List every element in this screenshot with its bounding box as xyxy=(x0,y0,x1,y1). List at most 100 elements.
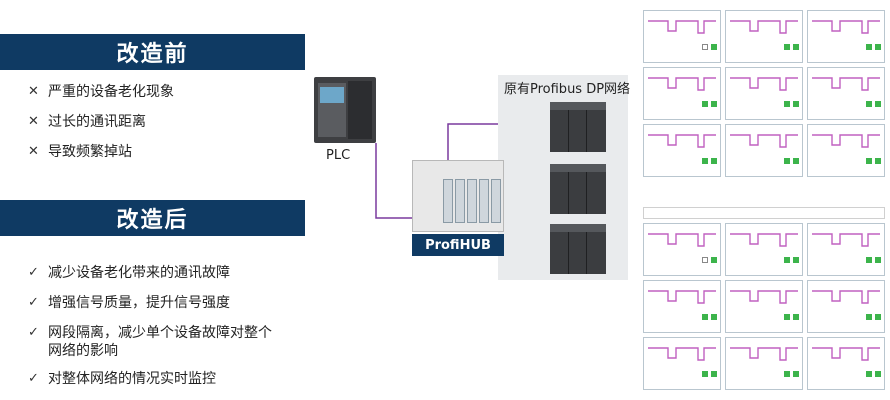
monitor-cell xyxy=(643,10,721,63)
status-indicator xyxy=(793,314,799,320)
waveform-icon xyxy=(812,20,880,34)
status-indicator xyxy=(784,314,790,320)
waveform-icon xyxy=(648,77,716,91)
status-indicator xyxy=(702,371,708,377)
status-indicator xyxy=(866,158,872,164)
monitor-cell xyxy=(643,337,721,390)
hub-port xyxy=(467,179,477,223)
list-item: ✓ 网段隔离，减少单个设备故障对整个网络的影响 xyxy=(28,325,272,359)
check-icon: ✓ xyxy=(28,325,39,340)
status-indicator xyxy=(793,158,799,164)
monitor-cell xyxy=(807,223,885,276)
after-list: ✓减少设备老化带来的通讯故障 ✓增强信号质量，提升信号强度 ✓ 网段隔离，减少单… xyxy=(28,264,272,400)
monitor-cell xyxy=(725,337,803,390)
list-item: ✓增强信号质量，提升信号强度 xyxy=(28,295,230,311)
waveform-icon xyxy=(812,347,880,361)
monitor-cell xyxy=(643,124,721,177)
monitor-cell xyxy=(807,280,885,333)
monitor-cell xyxy=(807,337,885,390)
status-indicator xyxy=(784,257,790,263)
status-indicator xyxy=(866,371,872,377)
waveform-icon xyxy=(648,233,716,247)
list-item: ✓减少设备老化带来的通讯故障 xyxy=(28,265,230,281)
cross-icon: ✕ xyxy=(28,114,39,129)
cross-icon: ✕ xyxy=(28,144,39,159)
status-indicator xyxy=(711,101,717,107)
status-indicator xyxy=(702,101,708,107)
status-indicator xyxy=(875,257,881,263)
status-indicator xyxy=(866,44,872,50)
plc-label: PLC xyxy=(326,148,351,163)
monitor-cell xyxy=(807,124,885,177)
list-item: ✕严重的设备老化现象 xyxy=(28,84,174,100)
list-item: ✕过长的通讯距离 xyxy=(28,114,146,130)
status-indicator xyxy=(711,371,717,377)
status-indicator xyxy=(793,371,799,377)
list-item: ✓对整体网络的情况实时监控 xyxy=(28,371,216,387)
waveform-icon xyxy=(648,134,716,148)
monitor-cell xyxy=(807,10,885,63)
monitor-cell xyxy=(807,67,885,120)
status-indicator xyxy=(702,158,708,164)
status-indicator xyxy=(875,44,881,50)
status-indicator xyxy=(793,44,799,50)
waveform-icon xyxy=(730,77,798,91)
status-indicator xyxy=(784,101,790,107)
status-indicator xyxy=(875,314,881,320)
waveform-icon xyxy=(648,347,716,361)
dp-module xyxy=(550,102,606,152)
status-indicator xyxy=(702,44,708,50)
hub-port xyxy=(479,179,489,223)
status-indicator xyxy=(875,371,881,377)
cross-icon: ✕ xyxy=(28,84,39,99)
waveform-icon xyxy=(648,290,716,304)
monitor-cell xyxy=(725,67,803,120)
after-banner: 改造后 xyxy=(0,200,305,236)
status-indicator xyxy=(875,101,881,107)
waveform-icon xyxy=(730,233,798,247)
waveform-icon xyxy=(812,290,880,304)
monitor-cell xyxy=(725,124,803,177)
status-indicator xyxy=(711,257,717,263)
before-banner: 改造前 xyxy=(0,34,305,70)
check-icon: ✓ xyxy=(28,295,39,310)
monitor-cell xyxy=(643,67,721,120)
profihub-device xyxy=(412,160,504,232)
status-indicator xyxy=(793,101,799,107)
monitor-cell xyxy=(725,223,803,276)
monitor-toolbar xyxy=(643,207,885,219)
monitor-cell xyxy=(643,280,721,333)
dp-module xyxy=(550,224,606,274)
status-indicator xyxy=(866,101,872,107)
check-icon: ✓ xyxy=(28,371,39,386)
dp-module xyxy=(550,164,606,214)
waveform-icon xyxy=(730,20,798,34)
plc-device xyxy=(314,77,376,143)
status-indicator xyxy=(702,314,708,320)
waveform-icon xyxy=(812,233,880,247)
status-indicator xyxy=(866,314,872,320)
status-indicator xyxy=(711,314,717,320)
list-item: ✕导致频繁掉站 xyxy=(28,144,132,160)
plc-screen xyxy=(320,87,344,103)
monitor-panel-bottom xyxy=(643,207,885,397)
status-indicator xyxy=(711,44,717,50)
hub-label: ProfiHUB xyxy=(412,234,504,256)
monitor-grid xyxy=(643,223,885,390)
hub-port xyxy=(491,179,501,223)
status-indicator xyxy=(866,257,872,263)
waveform-icon xyxy=(730,347,798,361)
monitor-grid xyxy=(643,10,885,177)
waveform-icon xyxy=(648,20,716,34)
status-indicator xyxy=(875,158,881,164)
hub-port xyxy=(455,179,465,223)
before-title: 改造前 xyxy=(116,42,189,67)
status-indicator xyxy=(793,257,799,263)
monitor-panel-top xyxy=(643,10,885,178)
status-indicator xyxy=(784,44,790,50)
status-indicator xyxy=(711,158,717,164)
plc-cable xyxy=(375,143,412,219)
status-indicator xyxy=(784,158,790,164)
monitor-cell xyxy=(643,223,721,276)
monitor-cell xyxy=(725,10,803,63)
